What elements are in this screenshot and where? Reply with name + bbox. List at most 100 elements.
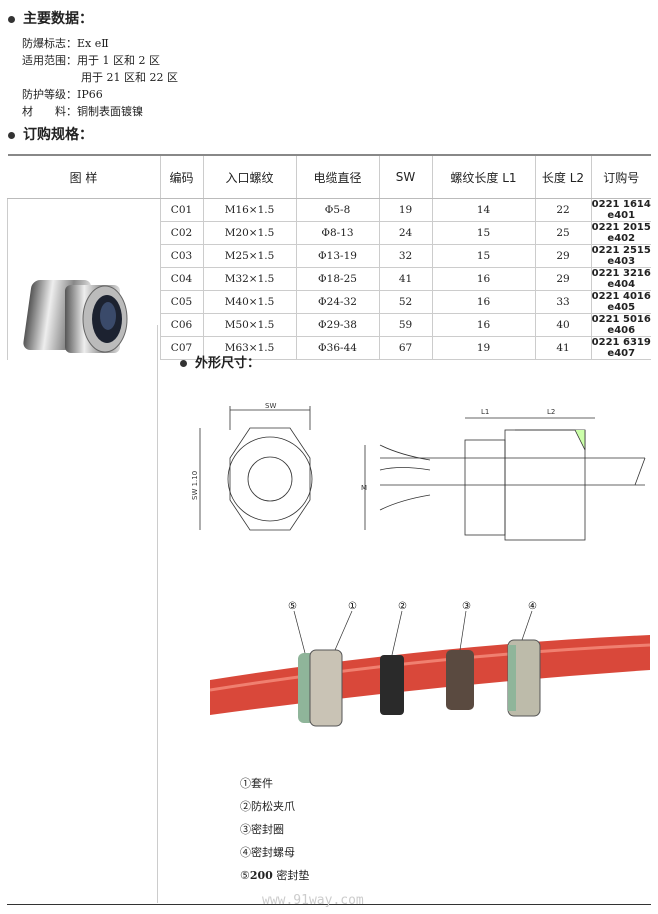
table-cell: 33 [534,290,591,314]
table-cell: 0221 6319 e407 [590,336,651,360]
table-cell: C01 [159,198,203,222]
side-view: L1 L2 M [361,408,646,541]
part-4-nut [507,639,541,717]
table-cell: 40 [534,313,591,337]
sw110-label: SW 1.10 [191,471,199,500]
spec-value: 用于 21 区和 22 区 [81,71,178,84]
spec-label: 防护等级： [22,88,77,101]
table-cell: 22 [534,198,591,222]
table-cell: 41 [378,267,432,291]
bottom-rule [7,904,651,905]
callout-3: ③ [462,601,471,612]
legend-text: 套件 [251,777,273,790]
table-cell: 67 [378,336,432,360]
legend-text: 密封螺母 [251,846,295,859]
table-cell: 19 [431,336,535,360]
legend-item: ②防松夹爪 [240,795,309,818]
table-cell: 25 [534,221,591,245]
bullet-icon [8,15,15,23]
table-cell: 19 [378,198,432,222]
table-cell: 0221 1614 e401 [590,198,651,222]
table-cell: 0221 5016 e406 [590,313,651,337]
table-cell: Φ13-19 [295,244,379,268]
table-cell: Φ8-13 [295,221,379,245]
table-cell: C05 [159,290,203,314]
m-label: M [361,484,367,492]
table-cell: C04 [159,267,203,291]
legend-item: ④密封螺母 [240,841,309,864]
callout-1: ① [348,601,357,612]
table-cell: 16 [431,290,535,314]
callout-5: ⑤ [288,601,297,612]
table-cell: 29 [534,244,591,268]
spec-row: 材 料：铜制表面镀镍 [22,103,178,120]
spec-label: 防爆标志： [22,37,77,50]
legend-text: 防松夹爪 [251,800,295,813]
table-cell: C06 [159,313,203,337]
table-cell: M32×1.5 [202,267,296,291]
legend-text: 密封圈 [251,823,284,836]
callout-2: ② [398,601,407,612]
col-header: 编码 [159,154,203,199]
table-cell: C07 [159,336,203,360]
main-data-list: 防爆标志：Ex eⅡ 适用范围：用于 1 区和 2 区 用于 21 区和 22 … [22,35,178,120]
table-cell: C02 [159,221,203,245]
col-header: 螺纹长度 L1 [431,154,535,199]
spec-row: 防护等级：IP66 [22,86,178,103]
legend-text: 密封垫 [276,869,310,882]
col-header: 长度 L2 [534,154,591,199]
parts-photo: ⑤ ① ② ③ ④ [210,601,650,727]
table-cell: 15 [431,221,535,245]
order-table: 图 样 编码 入口螺纹 电缆直径 SW 螺纹长度 L1 长度 L2 订购号 C0… [7,154,651,360]
col-header: SW [378,154,432,199]
table-cell: M63×1.5 [202,336,296,360]
table-cell: Φ5-8 [295,198,379,222]
order-spec-heading: 订购规格： [8,124,93,144]
spec-value: 铜制表面镀镍 [77,105,143,118]
table-cell: Φ29-38 [295,313,379,337]
part-2-clamp [380,655,404,715]
table-cell: M20×1.5 [202,221,296,245]
table-cell: 52 [378,290,432,314]
table-cell: M25×1.5 [202,244,296,268]
table-cell: 41 [534,336,591,360]
spec-value: Ex eⅡ [77,37,109,50]
part-3-seal-ring [446,650,474,710]
table-cell: 0221 4016 e405 [590,290,651,314]
col-header: 订购号 [590,154,651,199]
parts-legend: ①套件 ②防松夹爪 ③密封圈 ④密封螺母 ⑤200 密封垫 [240,772,309,887]
legend-item: ⑤200 密封垫 [240,864,309,887]
table-cell: M50×1.5 [202,313,296,337]
heading-text: 外形尺寸： [195,356,261,371]
table-cell: Φ18-25 [295,267,379,291]
cable-gland-photo [23,280,128,353]
legend-item: ③密封圈 [240,818,309,841]
sw-label: SW [265,402,276,410]
table-cell: 0221 2515 e403 [590,244,651,268]
legend-num: ④ [240,846,251,859]
table-cell: Φ24-32 [295,290,379,314]
spec-row: 用于 21 区和 22 区 [22,69,178,86]
spec-row: 适用范围：用于 1 区和 2 区 [22,52,178,69]
legend-num: ③ [240,823,251,836]
legend-bold: 200 [249,869,273,882]
table-cell: 16 [431,267,535,291]
table-cell: 32 [378,244,432,268]
table-cell: 14 [431,198,535,222]
table-cell: M16×1.5 [202,198,296,222]
col-header: 入口螺纹 [202,154,296,199]
spec-value: 用于 1 区和 2 区 [77,54,160,67]
front-view: SW SW 1.10 [191,402,313,531]
column-divider [157,325,158,903]
bullet-icon [8,131,15,139]
table-cell: M40×1.5 [202,290,296,314]
table-cell: 16 [431,313,535,337]
table-cell: 59 [378,313,432,337]
table-cell: 29 [534,267,591,291]
table-cell: Φ36-44 [295,336,379,360]
